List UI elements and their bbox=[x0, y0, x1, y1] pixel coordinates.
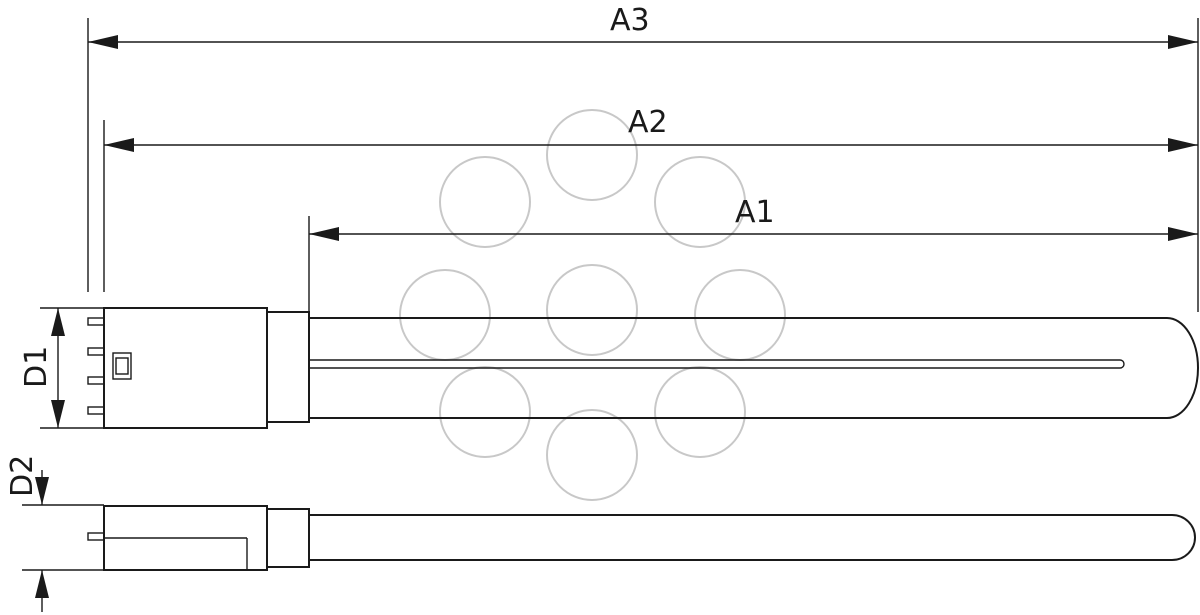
dimension-label-a3: A3 bbox=[610, 3, 650, 38]
dimension-d1: D1 bbox=[19, 308, 65, 428]
lamp-front-view bbox=[87, 307, 1199, 429]
dimension-label-d2: D2 bbox=[5, 455, 40, 497]
dimension-label-d1: D1 bbox=[19, 346, 54, 388]
lamp-side-view bbox=[87, 505, 1196, 571]
dimension-a3: A3 bbox=[88, 3, 1198, 49]
dimension-a1: A1 bbox=[309, 195, 1198, 241]
dimension-a2: A2 bbox=[104, 105, 1198, 152]
extension-lines bbox=[22, 18, 1199, 571]
watermark-logo bbox=[399, 109, 786, 501]
dimension-d2: D2 bbox=[5, 455, 49, 612]
dimension-label-a2: A2 bbox=[628, 105, 668, 140]
dimension-label-a1: A1 bbox=[735, 195, 775, 230]
